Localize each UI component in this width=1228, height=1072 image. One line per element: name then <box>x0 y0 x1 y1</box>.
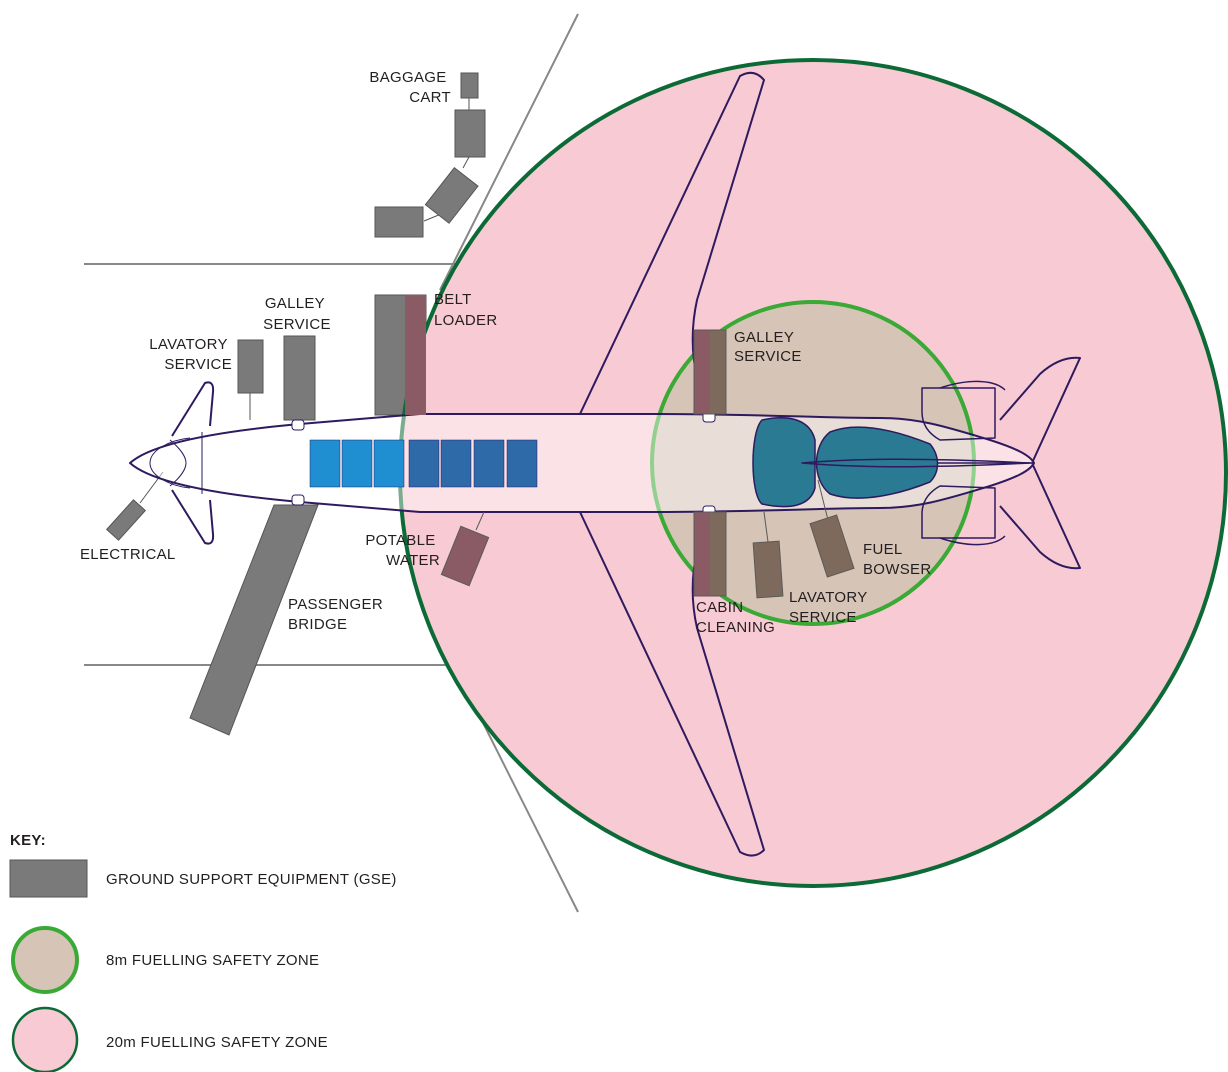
lavatory-service-right-label: LAVATORY SERVICE <box>789 589 872 626</box>
fuselage-spine <box>801 458 1031 468</box>
baggage-cart-tug <box>460 72 479 99</box>
cargo-block <box>408 439 440 488</box>
key-20m-label: 20m FUELLING SAFETY ZONE <box>106 1034 328 1051</box>
passenger-bridge <box>189 504 319 736</box>
lavatory-service-truck-right <box>752 540 784 599</box>
cabin-cleaning-in-8m <box>710 512 726 596</box>
gse-in-zone <box>405 295 855 599</box>
centre-tank-left <box>752 417 816 508</box>
key-8m-label: 8m FUELLING SAFETY ZONE <box>106 952 319 969</box>
fuel-bowser-hose <box>817 479 829 521</box>
engine-nacelle-lower <box>921 485 996 539</box>
upper-stabilizer <box>999 356 1081 464</box>
cart-link <box>462 156 470 169</box>
nose-lower-canard <box>171 489 215 545</box>
cargo-block <box>440 439 472 488</box>
key-20m-swatch <box>11 1006 79 1072</box>
lavatory-service-truck-left <box>237 339 264 394</box>
nose-upper-canard <box>171 381 215 437</box>
key-legend: KEY: GROUND SUPPORT EQUIPMENT (GSE) 8m F… <box>9 832 397 1072</box>
key-gse-swatch <box>9 859 88 898</box>
galley-service-truck-right <box>693 329 727 415</box>
fuel-bowser-truck <box>809 514 855 578</box>
engine-pylon-upper <box>939 380 1006 391</box>
lavatory-hose-right <box>763 511 769 543</box>
baggage-cart-3 <box>374 206 424 238</box>
cargo-block <box>473 439 505 488</box>
galley-truck-in-8m <box>710 330 726 414</box>
fuel-bowser-label: FUEL BOWSER <box>863 541 931 578</box>
centre-tank-right <box>815 426 939 499</box>
key-8m-swatch <box>11 926 79 994</box>
potable-water-label: POTABLE WATER <box>365 532 440 569</box>
cabin-cleaning-label: CABIN CLEANING <box>696 599 775 636</box>
lower-stabilizer <box>999 462 1081 570</box>
cabin-cleaning-in-20m <box>694 512 710 596</box>
galley-service-left-label: GALLEY SERVICE <box>263 295 331 333</box>
lavatory-service-left-label: LAVATORY SERVICE <box>149 336 232 373</box>
engine-pylon-lower <box>939 535 1006 546</box>
belt-loader-label: BELT LOADER <box>434 291 498 329</box>
engine-nacelle-upper <box>921 387 996 441</box>
baggage-cart-2 <box>424 166 479 224</box>
key-gse-label: GROUND SUPPORT EQUIPMENT (GSE) <box>106 871 397 888</box>
galley-truck-in-20m <box>694 330 710 414</box>
cockpit-windscreen <box>149 437 191 489</box>
cabin-cleaning-truck <box>693 511 727 597</box>
electrical-gpu <box>105 499 147 541</box>
door-left-upper <box>291 419 305 431</box>
cargo-block <box>309 439 341 488</box>
cargo-block <box>506 439 538 488</box>
aircraft <box>129 71 1081 857</box>
galley-service-truck-left <box>283 335 316 421</box>
cargo-block <box>341 439 373 488</box>
stand-diagonal-top <box>439 13 579 291</box>
cargo-blocks <box>309 439 538 488</box>
baggage-cart-label: BAGGAGE CART <box>369 69 451 106</box>
key-title: KEY: <box>10 832 46 849</box>
gse-left <box>105 294 427 736</box>
potable-water-truck <box>440 525 490 587</box>
baggage-cart-1 <box>454 109 486 158</box>
belt-loader-in-zone <box>405 295 426 415</box>
equipment-labels: BAGGAGE CART BELT LOADER GALLEY SERVICE … <box>80 69 931 636</box>
electrical-label: ELECTRICAL <box>80 546 176 563</box>
passenger-bridge-label: PASSENGER BRIDGE <box>288 596 387 633</box>
baggage-cart-train <box>374 72 486 238</box>
galley-service-right-label: GALLEY SERVICE <box>734 329 802 365</box>
potable-water-hose <box>475 511 485 531</box>
door-left-lower <box>291 494 305 506</box>
cargo-block <box>373 439 405 488</box>
